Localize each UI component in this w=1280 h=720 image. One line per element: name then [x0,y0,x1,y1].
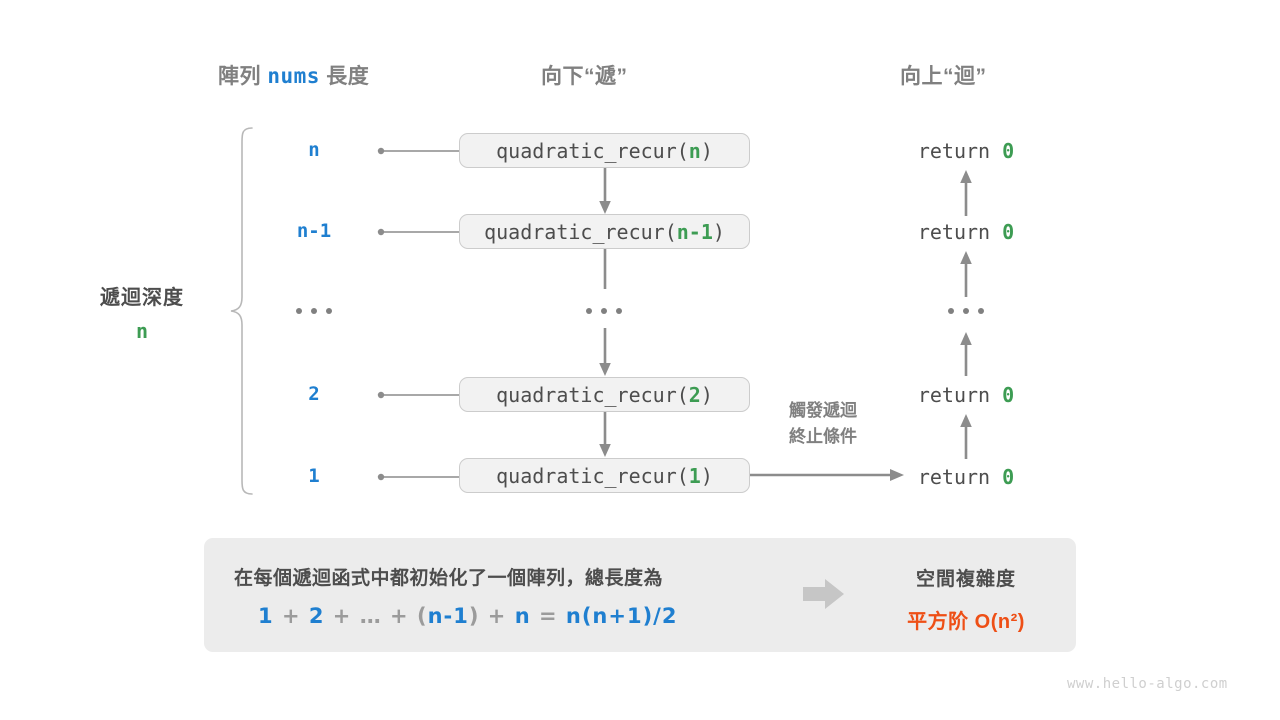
return-row-4: return 0 [877,383,1055,407]
summary-formula: 1 + 2 + … + (n-1) + n = n(n+1)/2 [258,604,677,628]
call-box-row-5[interactable]: quadratic_recur(1) [459,458,750,493]
header-array-suffix: 長度 [326,65,370,88]
return-keyword: return [917,383,991,407]
summary-block-arrow-icon [803,578,845,610]
return-value: 0 [1002,465,1015,489]
descend-arrow-1-2 [596,168,614,216]
summary-result-value: 平方阶 O(n²) [907,611,1025,633]
formula-op-4: + [487,604,507,628]
return-keyword: return [917,465,991,489]
formula-op-3: + [390,604,409,628]
termination-note: 觸發遞迴 終止條件 [760,398,886,451]
ascend-arrow-5-4 [957,412,975,459]
summary-description: 在每個遞迴函式中都初始化了一個陣列，總長度為 [234,568,664,589]
call-box-arg: n [688,138,701,163]
return-keyword: return [917,139,991,163]
call-box-arg: 1 [688,463,701,488]
array-length-row-1: n [308,139,320,161]
formula-result: n(n+1)/2 [565,604,678,628]
descend-arrow-3-4 [596,328,614,378]
connector-row-5 [376,469,468,485]
connector-row-4 [376,387,468,403]
recursion-depth-value: n [135,319,149,343]
call-box-suffix: ) [700,463,713,488]
ascend-arrow-4-3 [957,330,975,376]
call-box-row-4[interactable]: quadratic_recur(2) [459,377,750,412]
termination-note-line2: 終止條件 [789,427,857,447]
termination-note-line1: 觸發遞迴 [789,401,857,420]
descend-arrow-2-3 [596,249,614,297]
connector-row-1 [376,143,468,159]
call-box-row-2[interactable]: quadratic_recur(n-1) [459,214,750,249]
call-box-prefix: quadratic_recur( [496,382,689,407]
call-box-suffix: ) [700,138,713,163]
header-array-prefix: 陣列 [218,65,261,88]
array-length-row-4: 2 [308,383,320,405]
formula-term-1: 1 [258,604,274,628]
return-row-5: return 0 [877,465,1055,489]
formula-equals: = [538,604,558,628]
return-value: 0 [1002,139,1015,163]
summary-result-title: 空間複雜度 [915,569,1016,590]
call-box-suffix: ) [700,382,713,407]
depth-brace [228,126,254,496]
formula-ellipsis: … [359,604,382,628]
formula-term-5: n [514,604,531,628]
array-length-row-3-ellipsis [296,308,332,314]
watermark: www.hello-algo.com [1067,676,1228,692]
call-box-suffix: ) [712,219,725,244]
header-array-length: 陣列 nums 長度 [218,60,369,90]
recursion-depth-title: 遞迴深度 [100,287,184,309]
descend-arrow-4-5 [596,412,614,459]
ascend-arrow-2-1 [957,168,975,216]
return-row-2: return 0 [877,220,1055,244]
formula-op-2: + [332,604,352,628]
call-box-arg: n-1 [676,219,713,244]
formula-paren-close: ) [468,604,480,628]
call-box-prefix: quadratic_recur( [496,138,689,163]
array-length-row-2: n-1 [296,220,332,242]
return-value: 0 [1002,383,1015,407]
array-length-row-5: 1 [308,465,320,487]
return-keyword: return [917,220,991,244]
ascend-arrow-3-2 [957,249,975,297]
formula-term-4: n-1 [427,604,469,628]
recursion-depth-block: 遞迴深度 n [62,281,222,343]
header-ascend: 向上“迴” [900,65,987,88]
header-array-code: nums [267,64,320,88]
return-value: 0 [1002,220,1015,244]
summary-panel [204,538,1076,652]
formula-op-1: + [281,604,301,628]
header-descend: 向下“遞” [541,65,628,88]
return-row-3-ellipsis [948,308,984,314]
return-row-1: return 0 [877,139,1055,163]
formula-paren-open: ( [416,604,428,628]
formula-term-2: 2 [308,604,325,628]
termination-arrow [750,466,910,484]
call-box-row-3-ellipsis [586,308,622,314]
call-box-prefix: quadratic_recur( [484,219,677,244]
call-box-arg: 2 [688,382,701,407]
call-box-row-1[interactable]: quadratic_recur(n) [459,133,750,168]
call-box-prefix: quadratic_recur( [496,463,689,488]
connector-row-2 [376,224,468,240]
